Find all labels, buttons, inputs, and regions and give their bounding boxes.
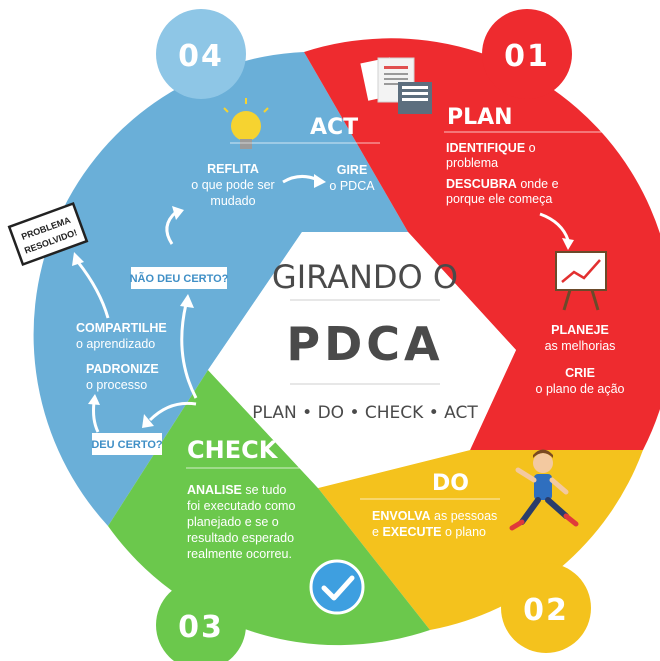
do-title: DO <box>432 471 469 496</box>
do-text-2: e EXECUTE o plano <box>372 525 486 539</box>
act-arrow-comp-head <box>72 252 84 266</box>
center-hexagon <box>208 232 516 488</box>
act-reflita-1: REFLITA <box>207 162 259 176</box>
check-text-5: realmente ocorreu. <box>187 547 292 561</box>
plan-text-1: IDENTIFIQUE o <box>446 141 536 155</box>
badge-02: 02 <box>501 563 591 653</box>
center-subtitle: PLAN • DO • CHECK • ACT <box>252 403 478 423</box>
act-arrow-up-head <box>172 206 184 220</box>
act-arrow-comp <box>76 261 110 319</box>
check-text-3: planejado e se o <box>187 515 279 529</box>
documents-icon <box>360 57 432 114</box>
plan-arrow-head <box>562 238 574 250</box>
act-reflita-3: mudado <box>210 194 255 208</box>
plan-text-5: PLANEJE <box>551 323 609 337</box>
act-pad-2: o processo <box>86 378 147 392</box>
act-arrow-pad-head <box>88 394 100 405</box>
act-title: ACT <box>310 115 358 140</box>
plan-text-4: porque ele começa <box>446 192 552 206</box>
plan-text-6: as melhorias <box>545 339 616 353</box>
plan-text-3: DESCUBRA onde e <box>446 177 559 191</box>
chart-board-icon <box>555 251 607 311</box>
plan-arrow <box>539 212 570 241</box>
runner-icon <box>509 449 579 531</box>
act-arrow-loop-head <box>180 294 194 308</box>
deu-certo-box <box>92 433 162 455</box>
center-title: PDCA <box>286 317 443 371</box>
badge-02-number: 02 <box>523 593 569 628</box>
plan-text-7: CRIE <box>565 366 595 380</box>
do-segment <box>318 450 643 630</box>
nao-deu-certo-label: NÃO DEU CERTO? <box>130 272 229 285</box>
deu-certo-label: DEU CERTO? <box>91 439 163 451</box>
plan-text-8: o plano de ação <box>536 382 625 396</box>
act-arrow-up <box>165 210 178 245</box>
check-text-2: foi executado como <box>187 499 295 513</box>
badge-04-number: 04 <box>178 39 224 74</box>
badge-04: 04 <box>156 9 246 99</box>
act-arrow-left <box>148 401 197 422</box>
check-title: CHECK <box>187 436 279 464</box>
act-pad-1: PADRONIZE <box>86 362 159 376</box>
center-line1: GIRANDO O <box>272 258 458 296</box>
act-gire-1: GIRE <box>337 163 368 177</box>
check-text-1: ANALISE se tudo <box>187 483 286 497</box>
act-reflita-2: o que pode ser <box>191 178 274 192</box>
act-comp-2: o aprendizado <box>76 337 155 351</box>
plan-text-2: problema <box>446 156 498 170</box>
checkmark-icon <box>309 559 365 615</box>
do-text-1: ENVOLVA as pessoas <box>372 509 497 523</box>
badge-03-number: 03 <box>178 610 224 645</box>
act-gire-2: o PDCA <box>329 179 375 193</box>
act-arrow-right-head <box>314 174 326 188</box>
check-text-4: resultado esperado <box>187 531 294 545</box>
badge-01: 01 <box>482 9 572 99</box>
lightbulb-icon <box>223 98 269 149</box>
act-arrow-left-head <box>142 414 154 428</box>
plan-title: PLAN <box>447 105 513 130</box>
act-comp-1: COMPARTILHE <box>76 321 167 335</box>
plan-segment <box>304 38 660 450</box>
nao-deu-certo-box <box>131 267 227 289</box>
badge-03: 03 <box>156 580 246 661</box>
badge-01-number: 01 <box>504 39 550 74</box>
act-arrow-pad <box>92 401 100 433</box>
act-arrow-loop <box>180 303 198 399</box>
